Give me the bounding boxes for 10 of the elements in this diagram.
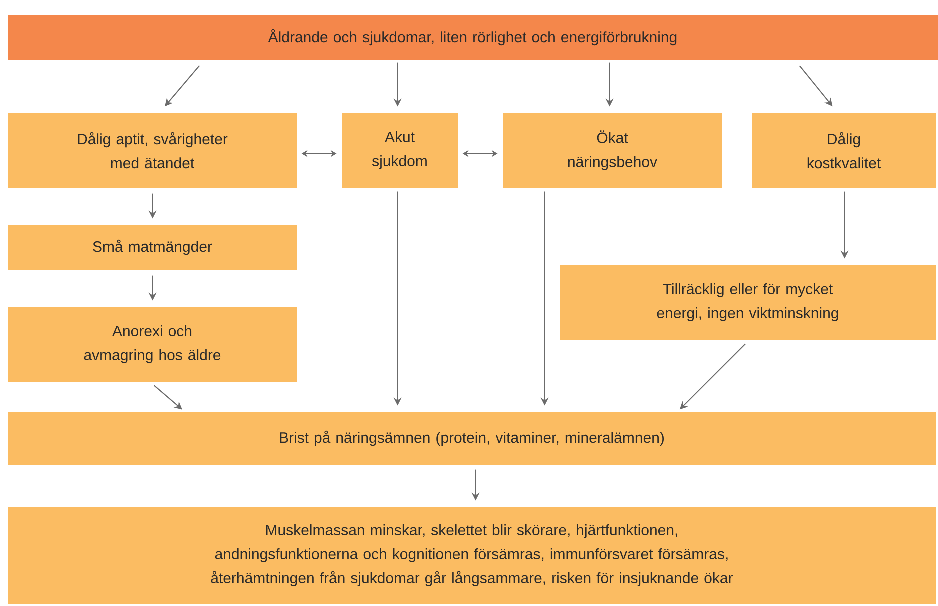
process-box: Anorexi och avmagring hos äldre	[8, 307, 297, 382]
process-box: Ökat näringsbehov	[503, 113, 722, 188]
process-box: Brist på näringsämnen (protein, vitaminer, mineralämnen)	[8, 412, 936, 465]
process-box: Akut sjukdom	[342, 113, 458, 188]
process-box: Dålig kostkvalitet	[752, 113, 936, 188]
process-box: Dålig aptit, svårigheter med ätandet	[8, 113, 297, 188]
outcome-box: Muskelmassan minskar, skelettet blir skörare, hjärtfunktionen, andningsfunktionerna och kognitionen försämras, immunförsvaret försämras, återhämtningen från sjukdomar går långsammare, risken för insjuknande ökar	[8, 507, 936, 604]
process-box: Tillräcklig eller för mycket energi, ingen viktminskning	[560, 265, 936, 340]
header-bar: Åldrande och sjukdomar, liten rörlighet och energiförbrukning	[8, 15, 938, 60]
process-box: Små matmängder	[8, 225, 297, 270]
